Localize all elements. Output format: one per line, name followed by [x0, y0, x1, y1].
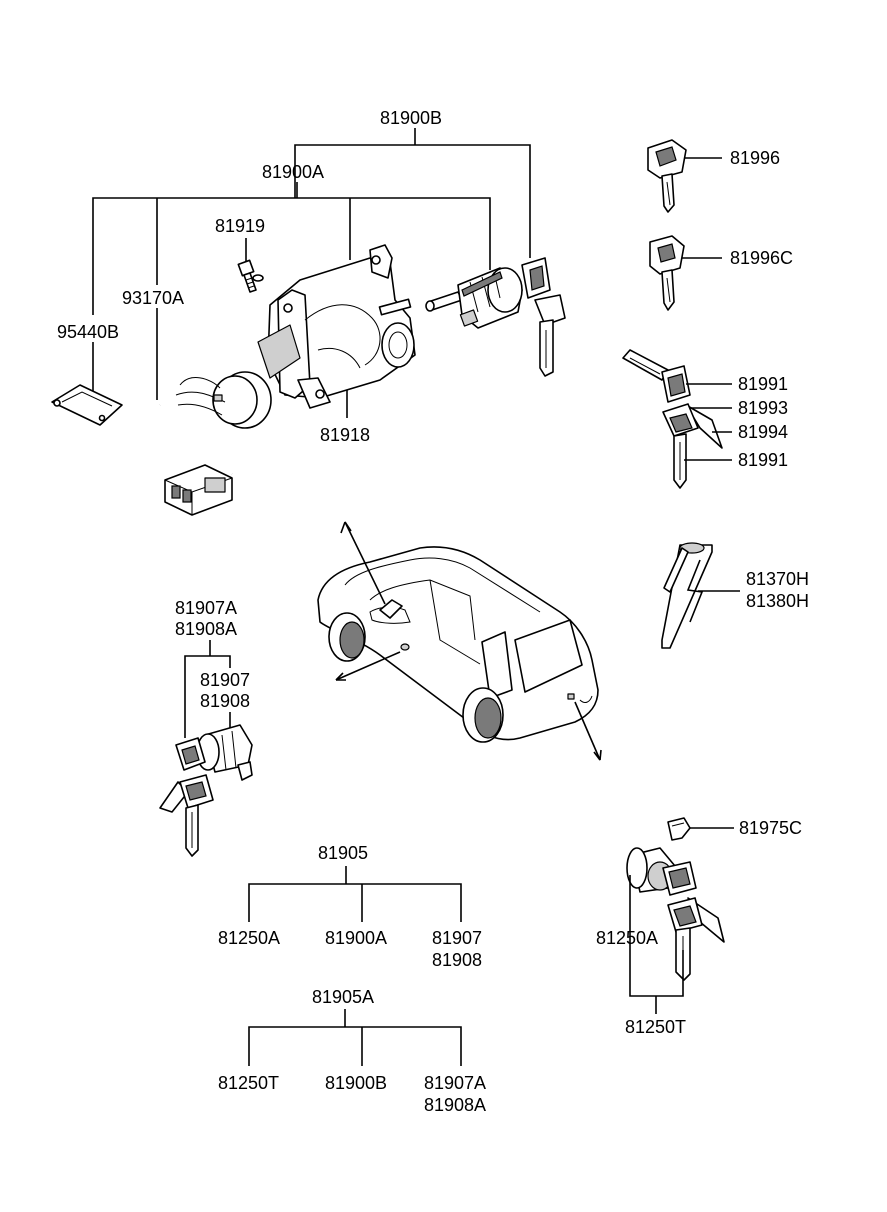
- label-81908A: 81908A: [175, 619, 237, 639]
- label-81370H: 81370H: [746, 569, 809, 589]
- bracket-81900B: [294, 128, 531, 258]
- kit-81905A-child-81900B: 81900B: [325, 1073, 387, 1093]
- door-lock-illustration: [159, 724, 253, 857]
- kit-81905-child-81250A: 81250A: [218, 928, 280, 948]
- label-81900B: 81900B: [380, 108, 442, 128]
- label-81907A: 81907A: [175, 598, 237, 618]
- kit-81905A-child-81907A: 81907A: [424, 1073, 486, 1093]
- kit-81905: 81905 81250A 81900A 81907 81908: [218, 843, 482, 970]
- screw-illustration: [237, 259, 264, 293]
- label-81975C: 81975C: [739, 818, 802, 838]
- bracket-81900A: [92, 182, 491, 315]
- label-81994: 81994: [738, 422, 788, 442]
- label-81993: 81993: [738, 398, 788, 418]
- lock-body-illustration: [257, 244, 416, 409]
- label-81991-bottom: 81991: [738, 450, 788, 470]
- label-81250A-tailgate: 81250A: [596, 928, 658, 948]
- label-81250T-tailgate: 81250T: [625, 1017, 686, 1037]
- label-81900A: 81900A: [262, 162, 324, 182]
- kit-81905-child-81908: 81908: [432, 950, 482, 970]
- label-93170A: 93170A: [122, 288, 184, 308]
- kit-81905-parent: 81905: [318, 843, 368, 863]
- key-tag-illustration: [661, 542, 740, 649]
- label-95440B: 95440B: [57, 322, 119, 342]
- wire-harness-illustration: [124, 371, 272, 516]
- label-81991-top: 81991: [738, 374, 788, 394]
- label-81380H: 81380H: [746, 591, 809, 611]
- label-81908: 81908: [200, 691, 250, 711]
- kit-81905A-parent: 81905A: [312, 987, 374, 1007]
- kit-81905A: 81905A 81250T 81900B 81907A 81908A: [218, 987, 486, 1115]
- kit-81905A-child-81908A: 81908A: [424, 1095, 486, 1115]
- key-81996-illustration: [647, 139, 722, 213]
- vehicle-illustration: [317, 521, 602, 761]
- label-81918: 81918: [320, 425, 370, 445]
- kit-81905-child-81907: 81907: [432, 928, 482, 948]
- cover-plate-illustration: [51, 384, 123, 426]
- label-81919: 81919: [215, 216, 265, 236]
- key-81996C-illustration: [649, 235, 722, 311]
- label-81996C: 81996C: [730, 248, 793, 268]
- label-81996: 81996: [730, 148, 780, 168]
- key-set-81991-illustration: [622, 349, 732, 489]
- kit-81905A-child-81250T: 81250T: [218, 1073, 279, 1093]
- ignition-cylinder-illustration: [425, 257, 566, 377]
- bracket-81907A: [184, 640, 231, 738]
- label-81907: 81907: [200, 670, 250, 690]
- tailgate-lock-illustration: [626, 817, 734, 1014]
- kit-81905-child-81900A: 81900A: [325, 928, 387, 948]
